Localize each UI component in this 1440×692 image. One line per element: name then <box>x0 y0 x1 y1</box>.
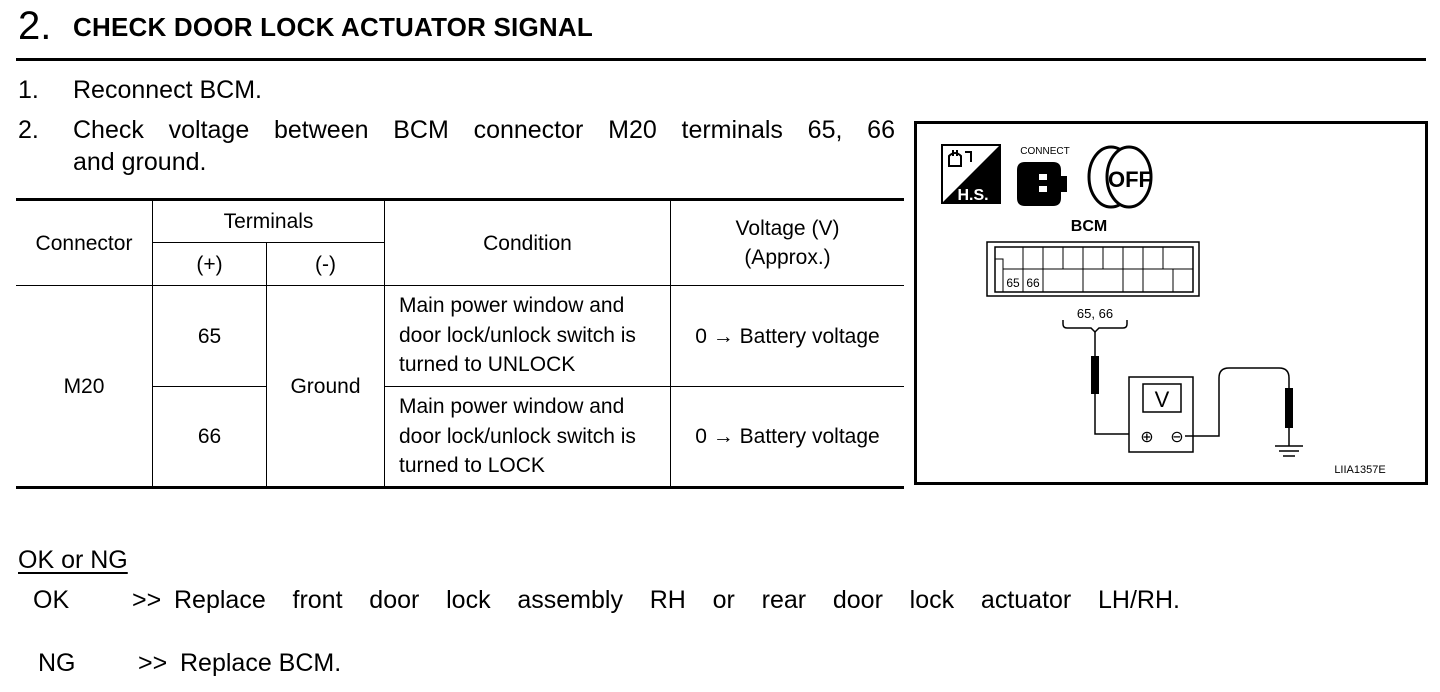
cell-voltage-row1: 0 → Battery voltage <box>695 324 880 348</box>
condition-row2-line1: Main power window and <box>399 395 625 418</box>
condition-row1-line3: turned to UNLOCK <box>399 353 576 376</box>
instruction-1-number: 1. <box>18 76 39 104</box>
condition-row1-line2: door lock/unlock switch is <box>399 323 636 347</box>
title-divider <box>16 58 1426 61</box>
table-terminals-divider <box>152 242 384 243</box>
cell-condition-row1: Main power window and door lock/unlock s… <box>399 291 636 380</box>
wiring-figure: H.S. CONNECT OFF BCM <box>914 121 1428 485</box>
voltmeter: V ⊕ ⊖ <box>1128 376 1194 453</box>
meter-plus-terminal: ⊕ <box>1140 427 1153 446</box>
step-title: CHECK DOOR LOCK ACTUATOR SIGNAL <box>73 12 593 42</box>
table-col-divider <box>384 200 385 487</box>
cell-voltage-row2: 0 → Battery voltage <box>695 425 880 448</box>
ignition-label: OFF <box>1108 167 1152 192</box>
table-col-divider <box>670 200 671 487</box>
table-top-rule <box>16 198 904 201</box>
table-row-divider-condition <box>384 386 904 387</box>
instruction-2-number: 2. <box>18 116 39 144</box>
instruction-2-text-line1: Check voltage between BCM connector M20 … <box>73 116 895 144</box>
pin-66-label: 66 <box>1026 276 1040 290</box>
bcm-connector: 65 66 <box>986 241 1200 297</box>
table-col-divider <box>152 200 153 487</box>
header-terminals: Terminals <box>223 210 314 233</box>
bcm-label: BCM <box>1071 218 1107 235</box>
header-condition: Condition <box>483 231 572 255</box>
ng-action: Replace BCM. <box>180 649 342 677</box>
connect-label: CONNECT <box>1020 146 1069 157</box>
ok-ng-heading: OK or NG <box>18 546 128 574</box>
header-connector: Connector <box>35 231 133 255</box>
ng-label: NG <box>38 649 76 677</box>
cell-connector: M20 <box>63 374 105 398</box>
table-row-divider-terminal <box>152 386 266 387</box>
ground-symbol <box>1275 445 1303 457</box>
figure-id: LIIA1357E <box>1334 464 1385 476</box>
instruction-2-text-line2: and ground. <box>73 148 207 176</box>
condition-row2-line2: door lock/unlock switch is <box>399 424 636 448</box>
positive-probe <box>1091 332 1139 435</box>
condition-row2-line3: turned to LOCK <box>399 454 545 477</box>
hs-label: H.S. <box>957 187 988 204</box>
wiring-diagram: H.S. CONNECT OFF BCM <box>941 144 1386 476</box>
connector-icon: CONNECT <box>1017 146 1070 206</box>
condition-row1-line1: Main power window and <box>399 294 625 317</box>
cell-condition-row2: Main power window and door lock/unlock s… <box>399 392 636 481</box>
pins-label: 65, 66 <box>1077 306 1113 321</box>
hs-icon: H.S. <box>941 144 1001 204</box>
ignition-off-icon: OFF <box>1087 145 1153 209</box>
pins-brace <box>1062 320 1128 334</box>
header-minus: (-) <box>315 252 336 276</box>
table-col-divider <box>266 242 267 487</box>
header-voltage-line1: Voltage (V) <box>735 217 840 240</box>
header-voltage-line2: (Approx.) <box>744 246 831 269</box>
header-plus: (+) <box>196 252 223 276</box>
table-header-divider <box>16 285 904 286</box>
negative-probe <box>1185 367 1293 446</box>
ok-action: Replace front door lock assembly RH or r… <box>174 586 1180 614</box>
ok-arrow: >> <box>132 586 162 614</box>
instruction-1-text: Reconnect BCM. <box>73 76 262 104</box>
step-number: 2. <box>18 4 52 48</box>
ng-arrow: >> <box>138 649 168 677</box>
meter-minus-terminal: ⊖ <box>1170 427 1183 446</box>
cell-terminal-65: 65 <box>197 324 222 348</box>
header-voltage: Voltage (V) (Approx.) <box>671 201 904 285</box>
ok-label: OK <box>33 586 70 614</box>
cell-terminal-66: 66 <box>197 425 222 448</box>
pin-65-label: 65 <box>1006 276 1020 290</box>
cell-ground: Ground <box>290 374 361 398</box>
meter-label: V <box>1155 387 1170 412</box>
table-bottom-rule <box>16 486 904 489</box>
